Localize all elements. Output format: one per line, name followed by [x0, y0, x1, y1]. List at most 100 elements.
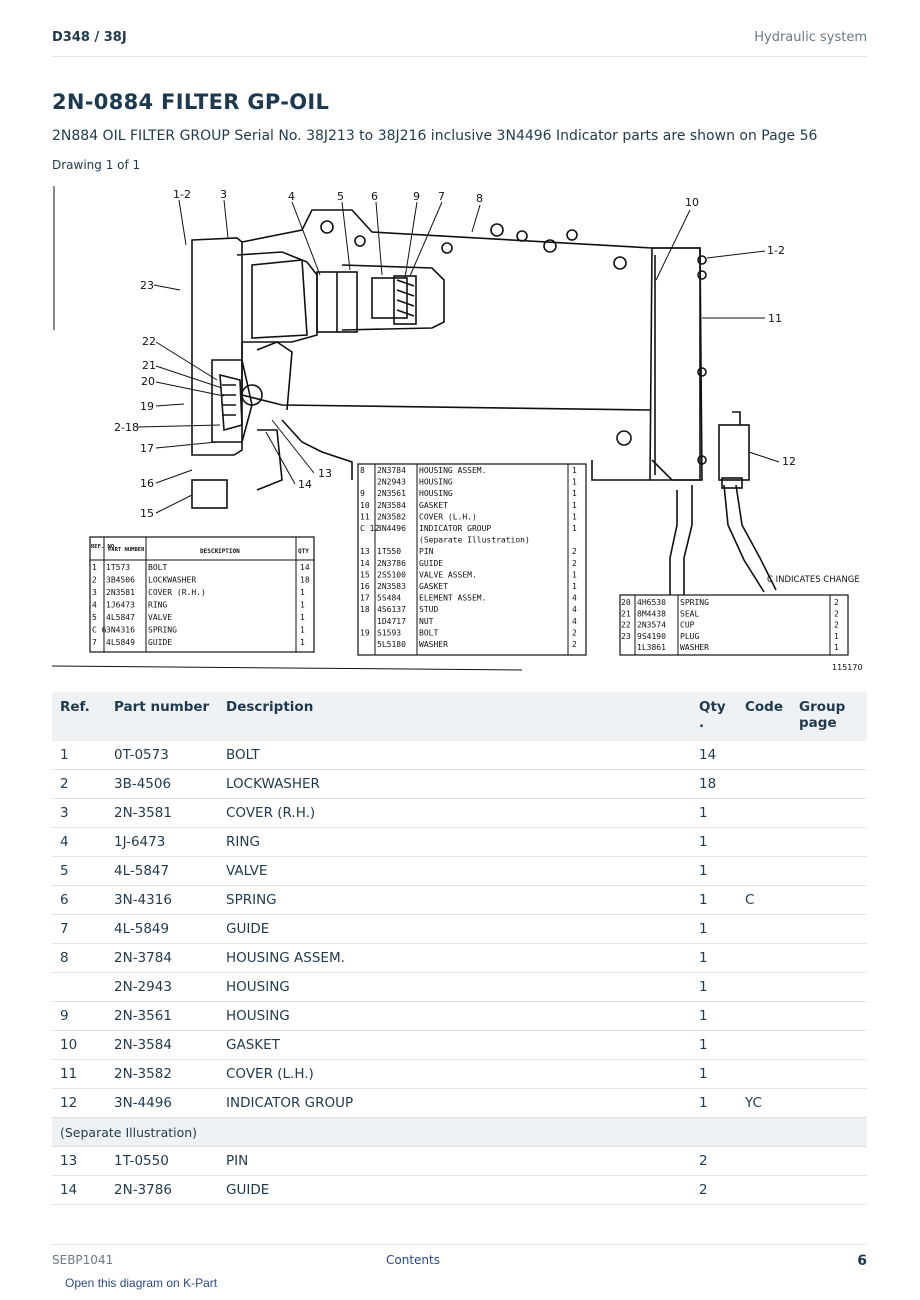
cell-code: [737, 1175, 792, 1205]
mini-table-cell: SPRING: [148, 626, 177, 635]
mini-table-cell: INDICATOR GROUP: [419, 524, 491, 533]
callout-label: 5: [337, 190, 344, 203]
svg-text:REF. NO.: REF. NO.: [91, 544, 118, 550]
cell-desc: HOUSING: [218, 972, 691, 1002]
callout-label: 3: [220, 188, 227, 201]
svg-text:PART NUMBER: PART NUMBER: [108, 547, 145, 553]
callout-label: 17: [140, 442, 154, 455]
svg-text:DESCRIPTION: DESCRIPTION: [200, 548, 240, 555]
mini-table-cell: 1D4717: [377, 617, 406, 626]
mini-table-cell: 4H6530: [637, 598, 666, 607]
cell-group: [791, 1001, 867, 1031]
cell-ref: [52, 972, 106, 1002]
mini-table-cell: 2N3784: [377, 466, 406, 475]
cell-ref: 3: [52, 798, 106, 828]
cell-qty: 1: [691, 943, 737, 973]
mini-table-cell: 1: [572, 501, 577, 510]
cell-group: [791, 885, 867, 915]
contents-link[interactable]: Contents: [386, 1253, 440, 1267]
mini-table-cell: 2S5100: [377, 570, 406, 579]
mini-table-cell: 4L5847: [106, 613, 135, 622]
mini-table-cell: 18: [360, 605, 370, 614]
cell-part: 2N-3582: [106, 1059, 218, 1089]
page-number: 6: [857, 1253, 867, 1269]
cell-part: 1T-0550: [106, 1146, 218, 1176]
col-code: Code: [737, 692, 792, 741]
col-group-page: Group page: [791, 692, 867, 741]
mini-table-cell: 8: [360, 466, 365, 475]
cell-part: 3B-4506: [106, 769, 218, 799]
callout-label: 13: [318, 467, 332, 480]
cell-group: [791, 1175, 867, 1205]
cell-qty: 18: [691, 769, 737, 799]
mini-table-cell: RING: [148, 601, 167, 610]
mini-table-cell: 3N4496: [377, 524, 406, 533]
cell-code: [737, 914, 792, 944]
mini-table-cell: 2: [572, 640, 577, 649]
cell-qty: 1: [691, 972, 737, 1002]
cell-ref: 14: [52, 1175, 106, 1205]
section-label: Hydraulic system: [754, 30, 867, 45]
callout-label: 14: [298, 478, 312, 491]
cell-group: [791, 856, 867, 886]
cell-qty: 1: [691, 1088, 737, 1118]
cell-group: [791, 827, 867, 857]
cell-group: [791, 914, 867, 944]
callout-label: 21: [142, 359, 156, 372]
cell-desc: LOCKWASHER: [218, 769, 691, 799]
drawing-number: 115170: [832, 663, 863, 672]
mini-table-cell: 8M4438: [637, 609, 666, 618]
col-description: Description: [218, 692, 691, 741]
kpart-diagram-link[interactable]: Open this diagram on K-Part: [65, 1276, 218, 1290]
mini-table-cell: 23: [621, 632, 631, 641]
mini-table-cell: 1T573: [106, 563, 130, 572]
mini-table-cell: 20: [621, 598, 631, 607]
mini-table-cell: BOLT: [419, 628, 438, 637]
cell-qty: 1: [691, 798, 737, 828]
mini-table-cell: 1: [572, 570, 577, 579]
leader-lines: [137, 199, 780, 514]
mini-table-cell: 2: [834, 598, 839, 607]
callout-label: 7: [438, 190, 445, 203]
mini-table-cell: 11: [360, 512, 370, 521]
mini-table-cell: 9: [360, 489, 365, 498]
mini-table-cell: 1: [572, 512, 577, 521]
cell-desc: HOUSING ASSEM.: [218, 943, 691, 973]
callout-label: 22: [142, 335, 156, 348]
cell-part: 2N-3786: [106, 1175, 218, 1205]
cell-part: 2N-3784: [106, 943, 218, 973]
cell-qty: 1: [691, 1001, 737, 1031]
cell-qty: 2: [691, 1175, 737, 1205]
document-id: SEBP1041: [52, 1253, 114, 1267]
mini-table-cell: NUT: [419, 617, 434, 626]
mini-table-cell: 4: [92, 601, 97, 610]
mini-table-cell: SEAL: [680, 609, 699, 618]
cell-code: [737, 972, 792, 1002]
cell-part: 3N-4316: [106, 885, 218, 915]
cell-group: [791, 1146, 867, 1176]
callout-label: 8: [476, 192, 483, 205]
mini-table-cell: BOLT: [148, 563, 167, 572]
callout-label: 6: [371, 190, 378, 203]
mini-table-cell: 14: [360, 559, 370, 568]
col-part-number: Part number: [106, 692, 218, 741]
cell-ref: 13: [52, 1146, 106, 1176]
mini-table-cell: 1: [834, 643, 839, 652]
page-footer: SEBP1041 Contents 6: [52, 1244, 867, 1275]
cell-ref: 7: [52, 914, 106, 944]
mini-table-cell: VALVE: [148, 613, 172, 622]
mini-table-cell: 4: [572, 605, 577, 614]
mini-table-cell: 2: [572, 559, 577, 568]
cell-ref: 1: [52, 741, 106, 770]
cell-desc: INDICATOR GROUP: [218, 1088, 691, 1118]
table-header-row: Ref. Part number Description Qty . Code …: [52, 692, 867, 741]
callout-label: 20: [141, 375, 155, 388]
cell-part: 2N-3581: [106, 798, 218, 828]
